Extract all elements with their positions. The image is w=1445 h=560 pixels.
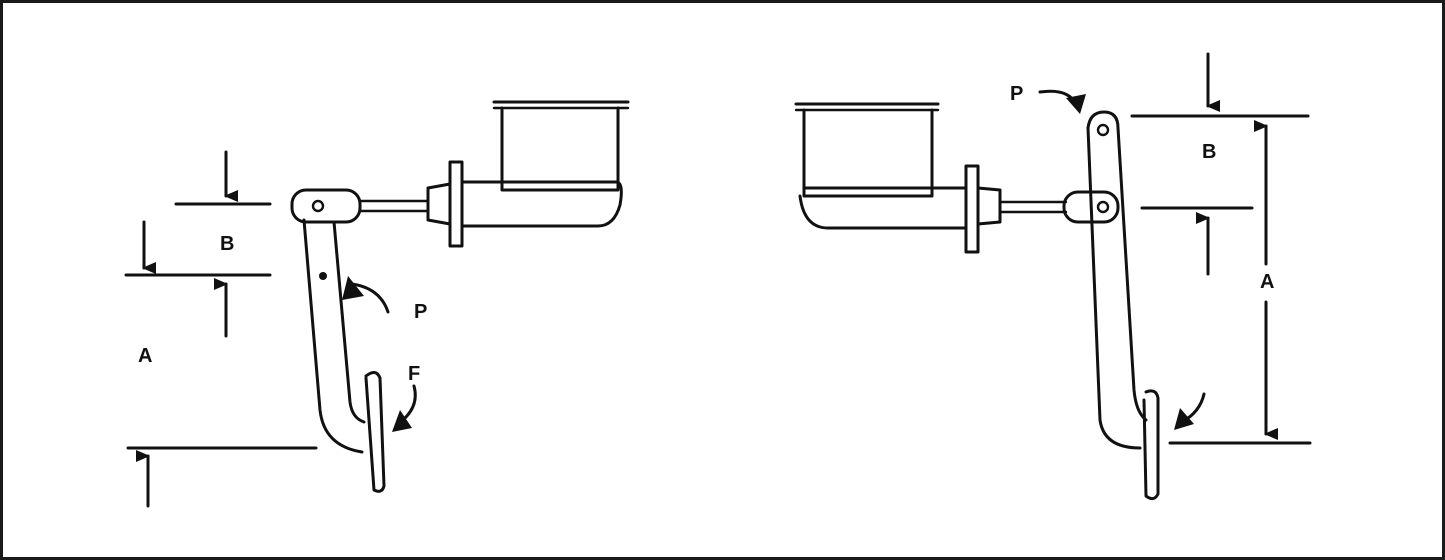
right-dimension-b-label: B xyxy=(1202,141,1216,163)
left-pedal-diagram: B A P F xyxy=(124,100,630,508)
left-dimension-b-label: B xyxy=(220,233,234,255)
right-pedal-diagram: P B A xyxy=(794,52,1312,501)
left-master-cylinder xyxy=(358,100,630,248)
left-dimension-a-label: A xyxy=(138,345,152,367)
left-dimension-lines xyxy=(124,150,318,508)
right-dimension-a-label: A xyxy=(1260,271,1274,293)
right-pedal-arm xyxy=(1062,110,1160,501)
right-force-arrow xyxy=(1174,392,1206,430)
left-pedal-arm xyxy=(302,218,386,493)
right-pivot-label: P xyxy=(1010,83,1023,105)
left-pivot-arrow xyxy=(342,276,390,314)
right-pivot-arrow xyxy=(1038,89,1086,114)
left-pivot-label: P xyxy=(414,301,427,323)
left-clevis xyxy=(290,188,362,224)
left-force-label: F xyxy=(408,363,420,385)
right-master-cylinder xyxy=(794,102,1068,254)
right-dimension-lines xyxy=(1130,52,1312,445)
left-force-arrow xyxy=(392,384,417,432)
